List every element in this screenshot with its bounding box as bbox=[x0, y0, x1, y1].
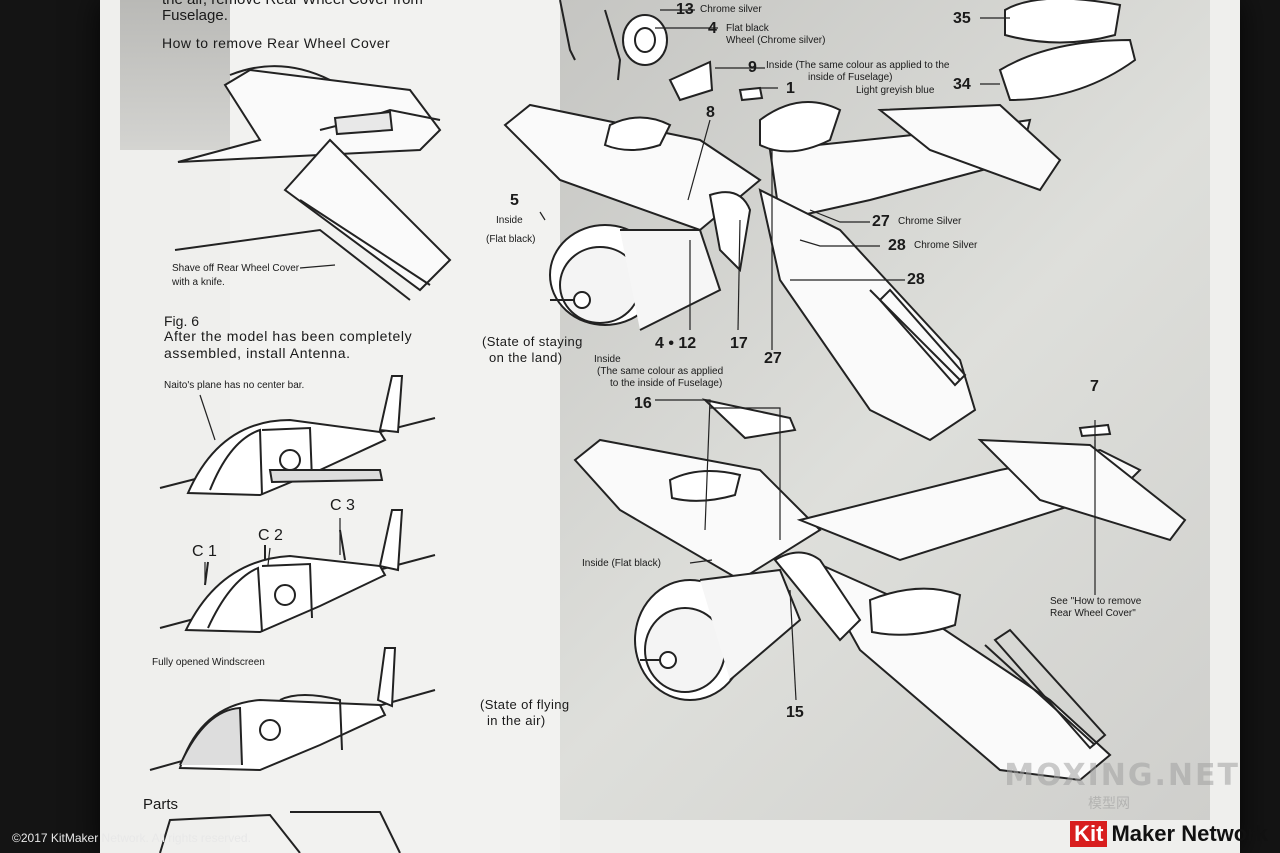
inside-same-colour-2: inside of Fuselage) bbox=[808, 72, 893, 83]
light-greyish-blue: Light greyish blue bbox=[856, 85, 935, 96]
see-how-to-remove-2: Rear Wheel Cover" bbox=[1050, 608, 1136, 619]
inside-b-1: Inside bbox=[594, 354, 621, 365]
label-c2: C 2 bbox=[258, 527, 283, 544]
chrome-silver-28: Chrome Silver bbox=[914, 240, 978, 251]
parts-sprue-fragment bbox=[159, 811, 401, 853]
fuselage-text: Fuselage. bbox=[162, 7, 228, 24]
wheel-chrome: Wheel (Chrome silver) bbox=[726, 35, 826, 46]
label-c3: C 3 bbox=[330, 497, 355, 514]
aircraft-air-drawing bbox=[573, 398, 1187, 782]
canopy-drawing-3 bbox=[149, 647, 436, 772]
part-16: 16 bbox=[634, 395, 652, 412]
part-17: 17 bbox=[730, 335, 748, 352]
part-27-bottom: 27 bbox=[764, 350, 782, 367]
flat-black-wheel: Flat black bbox=[726, 23, 769, 34]
chrome-silver-13: Chrome silver bbox=[700, 4, 762, 15]
part-28-b: 28 bbox=[907, 271, 925, 288]
part-13: 13 bbox=[676, 1, 694, 18]
kitmaker-logo: Kit Maker Network bbox=[1070, 821, 1268, 847]
part-8: 8 bbox=[706, 104, 715, 121]
windscreen-note: Fully opened Windscreen bbox=[152, 657, 265, 668]
part-28-a: 28 bbox=[888, 237, 906, 254]
flat-black-5: (Flat black) bbox=[486, 234, 536, 245]
shave-instruction-1: Shave off Rear Wheel Cover bbox=[172, 263, 300, 274]
part-35: 35 bbox=[953, 10, 971, 27]
leader-lines bbox=[199, 9, 1096, 701]
tail-section-drawing bbox=[174, 65, 452, 301]
inside-same-colour-1: Inside (The same colour as applied to th… bbox=[766, 60, 950, 71]
kitmaker-logo-kit: Kit bbox=[1070, 821, 1108, 847]
part-4-top: 4 bbox=[708, 20, 717, 37]
kitmaker-logo-text: Maker Network bbox=[1111, 821, 1268, 846]
part-7: 7 bbox=[1090, 378, 1099, 395]
fuselage-top-text: the air, remove Rear Wheel Cover from bbox=[162, 0, 423, 8]
label-c1: C 1 bbox=[192, 543, 217, 560]
inside-b-3: to the inside of Fuselage) bbox=[610, 378, 723, 389]
naito-note: Naito's plane has no center bar. bbox=[164, 380, 305, 391]
part-5: 5 bbox=[510, 192, 519, 209]
part-27-right: 27 bbox=[872, 213, 890, 230]
parts-heading: Parts bbox=[143, 796, 179, 813]
canopy-drawing-1 bbox=[159, 375, 436, 497]
part-9: 9 bbox=[748, 59, 757, 76]
state-land-1: (State of staying bbox=[482, 334, 583, 349]
moxing-watermark-sub: 模型网 bbox=[1088, 795, 1130, 811]
chrome-silver-27: Chrome Silver bbox=[898, 216, 962, 227]
state-land-2: on the land) bbox=[489, 350, 563, 365]
aircraft-land-drawing bbox=[503, 0, 1137, 442]
see-how-to-remove-1: See "How to remove bbox=[1050, 596, 1142, 607]
moxing-watermark: MOXING.NET bbox=[1004, 758, 1240, 793]
part-4-12: 4 • 12 bbox=[655, 335, 697, 352]
inside-5: Inside bbox=[496, 215, 523, 226]
inside-flat-black: Inside (Flat black) bbox=[582, 558, 661, 569]
state-air-2: in the air) bbox=[487, 713, 546, 728]
antenna-instruction-1: After the model has been completely bbox=[164, 328, 413, 344]
inside-b-2: (The same colour as applied bbox=[597, 366, 724, 377]
canopy-drawing-2 bbox=[159, 509, 436, 634]
part-15: 15 bbox=[786, 704, 804, 721]
antenna-instruction-2: assembled, install Antenna. bbox=[164, 345, 351, 361]
shave-instruction-2: with a knife. bbox=[172, 277, 225, 288]
state-air-1: (State of flying bbox=[480, 697, 570, 712]
part-34: 34 bbox=[953, 76, 971, 93]
copyright-notice: ©2017 KitMaker Network. All rights reser… bbox=[12, 831, 251, 845]
part-1: 1 bbox=[786, 80, 795, 97]
how-to-remove-heading: How to remove Rear Wheel Cover bbox=[162, 35, 391, 51]
fig6-heading: Fig. 6 bbox=[164, 313, 200, 329]
